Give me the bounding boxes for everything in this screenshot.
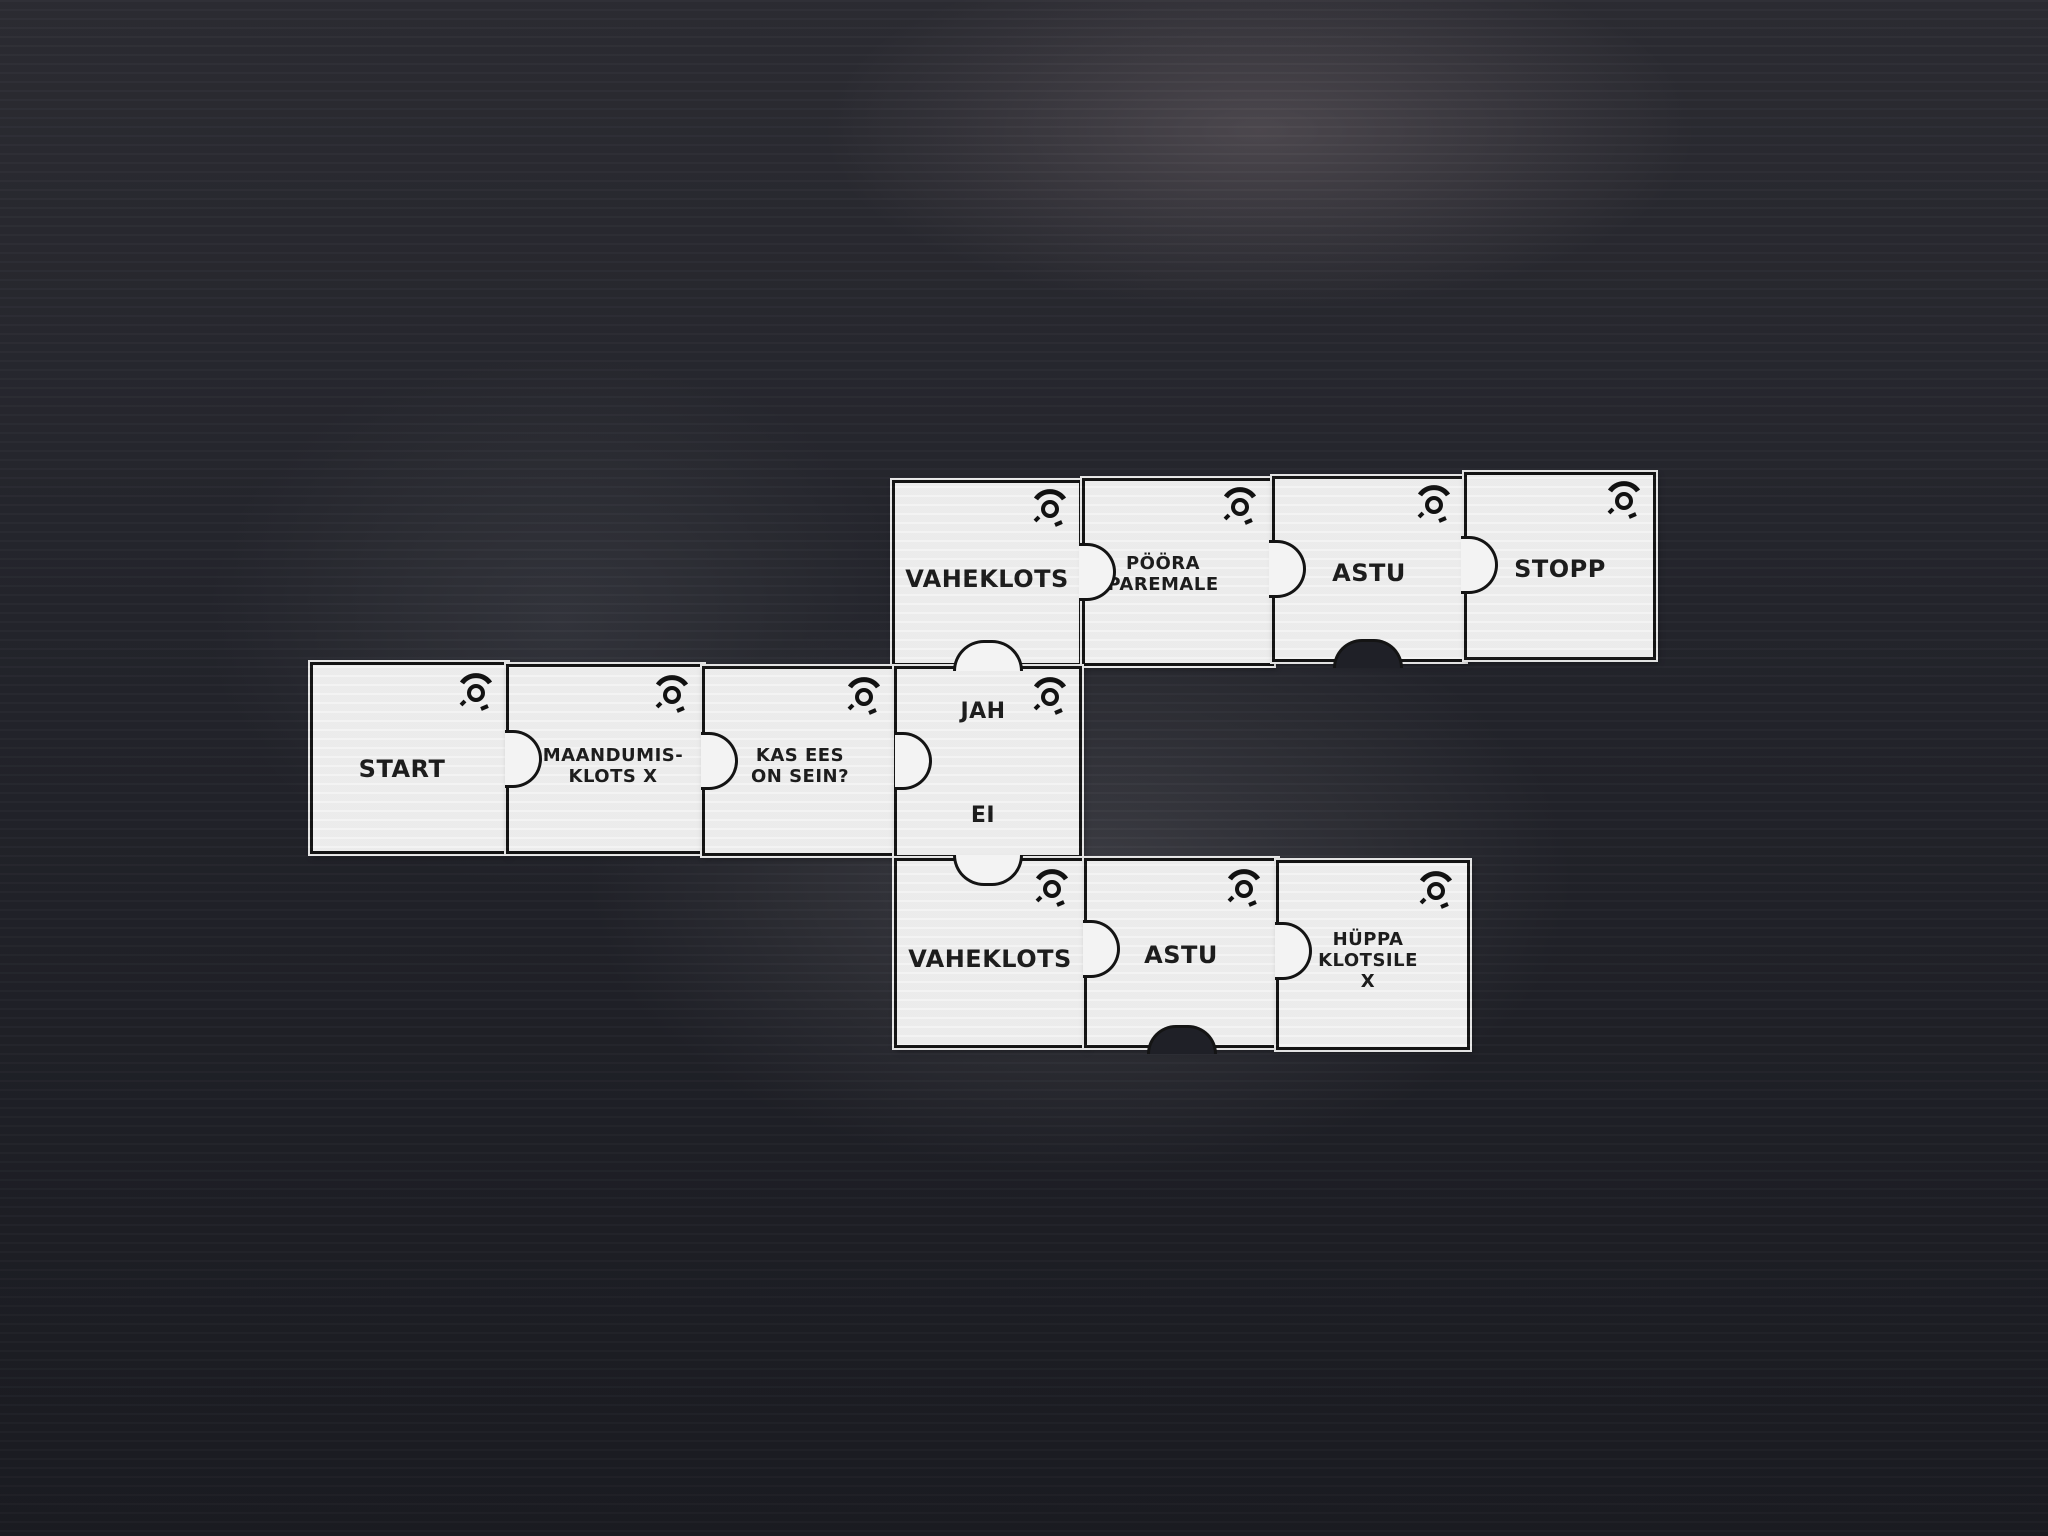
piece-label: KAS EES ON SEIN? xyxy=(750,745,850,787)
piece-label: PÖÖRA PAREMALE xyxy=(1107,553,1219,595)
puzzle-piece-start[interactable]: START xyxy=(310,662,508,854)
piece-label: MAANDUMIS- KLOTS X xyxy=(542,745,684,787)
connector-notch xyxy=(1147,1025,1217,1054)
sensor-icon xyxy=(1035,869,1069,907)
piece-label: ASTU xyxy=(1332,559,1406,587)
branch-no-label: EI xyxy=(970,803,996,828)
piece-label: STOPP xyxy=(1514,555,1606,583)
sensor-icon xyxy=(1417,485,1451,523)
piece-label: VAHEKLOTS xyxy=(908,945,1072,973)
sensor-icon xyxy=(1033,677,1067,715)
sensor-icon xyxy=(655,675,689,713)
branch-yes-label: JAH xyxy=(960,699,1006,724)
piece-label: START xyxy=(358,755,446,783)
puzzle-piece-bottom-spacer[interactable]: VAHEKLOTS xyxy=(894,858,1086,1048)
sensor-icon xyxy=(847,677,881,715)
connector-notch xyxy=(1333,639,1403,668)
sensor-icon xyxy=(1607,481,1641,519)
sensor-icon xyxy=(1419,871,1453,909)
sensor-icon xyxy=(459,673,493,711)
sensor-icon xyxy=(1223,487,1257,525)
piece-label: HÜPPA KLOTSILE X xyxy=(1318,929,1418,992)
piece-label: VAHEKLOTS xyxy=(905,565,1069,593)
puzzle-piece-top-spacer[interactable]: VAHEKLOTS xyxy=(892,480,1082,666)
sensor-icon xyxy=(1227,869,1261,907)
sensor-icon xyxy=(1033,489,1067,527)
puzzle-piece-bottom-step[interactable]: ASTU xyxy=(1084,858,1278,1054)
piece-label: ASTU xyxy=(1144,941,1218,969)
